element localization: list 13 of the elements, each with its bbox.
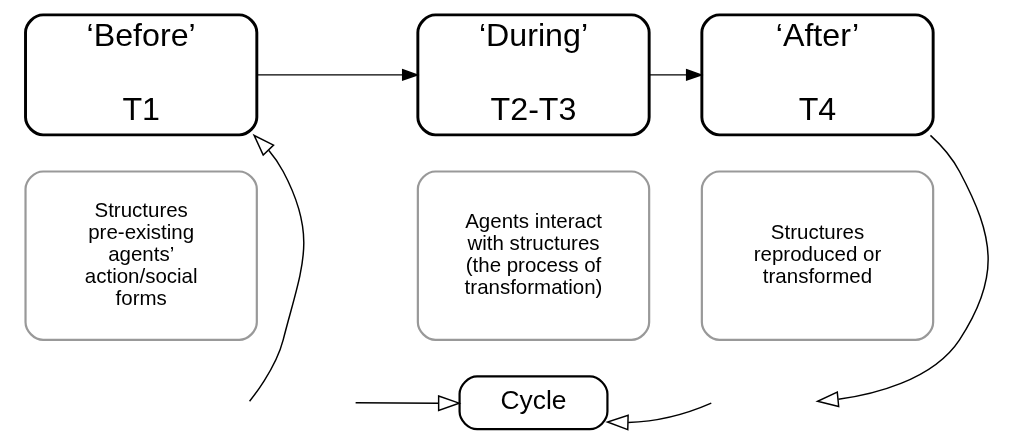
arrow bbox=[256, 68, 420, 81]
node-box: ‘Before’ T1 bbox=[24, 12, 259, 136]
node-box: Structures reproduced or transformed bbox=[700, 169, 935, 341]
arrow bbox=[605, 401, 712, 431]
node-box: Cycle bbox=[458, 374, 609, 430]
arrow bbox=[648, 68, 704, 81]
arrow bbox=[248, 133, 305, 402]
node-box: Agents interact with structures (the process of transformation) bbox=[416, 169, 651, 341]
arrow bbox=[815, 134, 989, 407]
node-box: ‘After’ T4 bbox=[700, 12, 935, 136]
node-box: ‘During’ T2-T3 bbox=[416, 12, 651, 136]
node-box: Structures pre-existing agents’ action/social forms bbox=[24, 169, 258, 341]
arrow bbox=[354, 394, 462, 411]
